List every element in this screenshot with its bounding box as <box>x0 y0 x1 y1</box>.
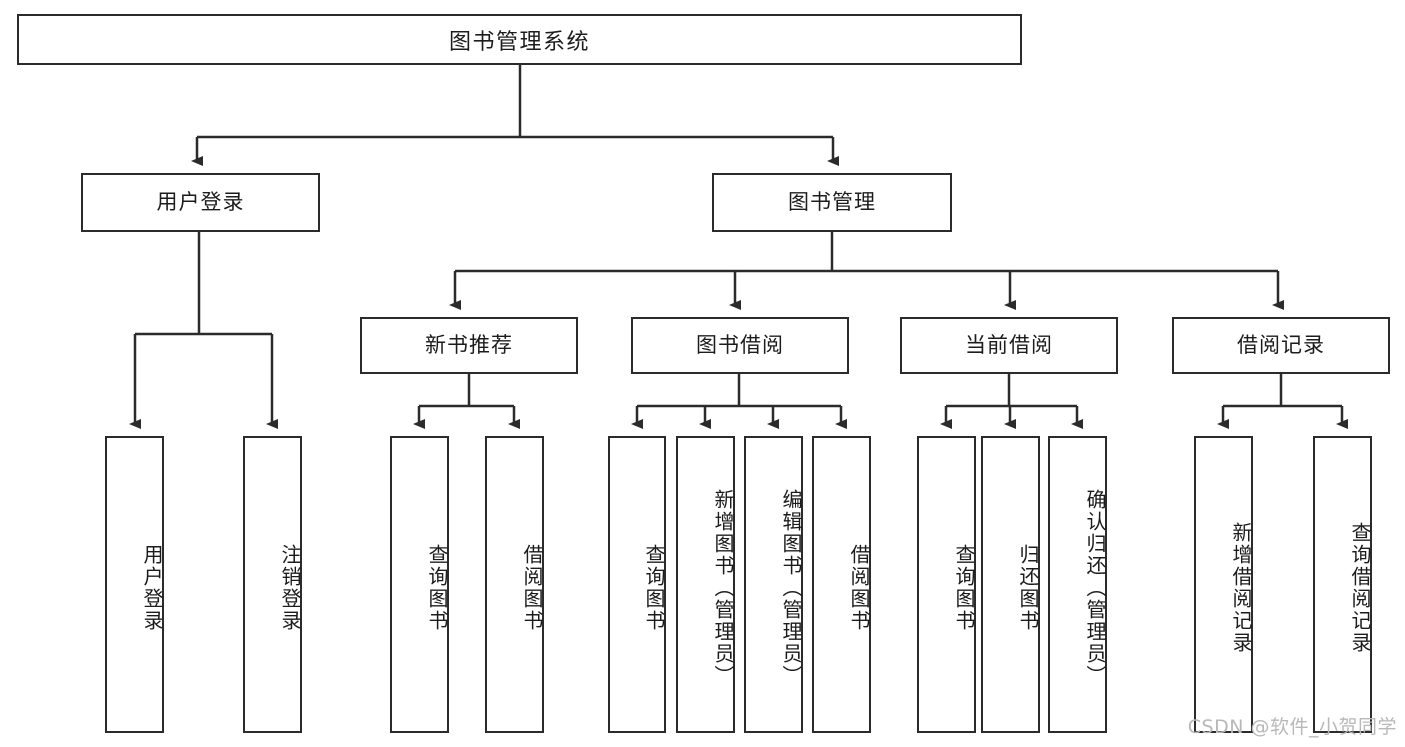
leaf-current-borrow-confirm-return[interactable]: 确认归还（管理员） <box>1048 436 1107 733</box>
leaf-book-borrow-edit[interactable]: 编辑图书（管理员） <box>744 436 803 733</box>
leaf-label: 借阅图书 <box>520 543 544 632</box>
node-current-borrow-label: 当前借阅 <box>965 333 1053 358</box>
leaf-user-login-login[interactable]: 用户登录 <box>105 436 164 733</box>
leaf-new-book-borrow[interactable]: 借阅图书 <box>485 436 544 733</box>
node-root-label: 图书管理系统 <box>448 29 590 55</box>
watermark: CSDN @软件_小贺同学 <box>1187 716 1397 738</box>
leaf-label: 确认归还（管理员） <box>1083 488 1107 687</box>
node-borrow-record-label: 借阅记录 <box>1237 333 1325 358</box>
leaf-label: 查询图书 <box>952 543 976 632</box>
leaf-label: 用户登录 <box>140 543 164 632</box>
leaf-label: 新增图书（管理员） <box>711 488 735 687</box>
leaf-book-borrow-query[interactable]: 查询图书 <box>608 436 666 733</box>
leaf-label: 查询图书 <box>642 543 666 632</box>
leaf-current-borrow-query[interactable]: 查询图书 <box>917 436 976 733</box>
node-new-book-recommend[interactable]: 新书推荐 <box>360 317 578 374</box>
leaf-label: 新增借阅记录 <box>1229 521 1253 654</box>
leaf-label: 查询借阅记录 <box>1348 521 1372 654</box>
node-book-management-label: 图书管理 <box>788 190 876 215</box>
leaf-label: 查询图书 <box>425 543 449 632</box>
leaf-label: 编辑图书（管理员） <box>779 488 803 687</box>
leaf-new-book-query[interactable]: 查询图书 <box>390 436 449 733</box>
leaf-user-login-logout[interactable]: 注销登录 <box>243 436 302 733</box>
leaf-borrow-record-query[interactable]: 查询借阅记录 <box>1313 436 1372 733</box>
node-book-borrow-label: 图书借阅 <box>696 333 784 358</box>
node-borrow-record[interactable]: 借阅记录 <box>1172 317 1390 374</box>
leaf-borrow-record-add[interactable]: 新增借阅记录 <box>1194 436 1253 733</box>
node-root[interactable]: 图书管理系统 <box>17 14 1022 65</box>
node-new-book-recommend-label: 新书推荐 <box>425 333 513 358</box>
node-user-login[interactable]: 用户登录 <box>81 173 320 232</box>
node-current-borrow[interactable]: 当前借阅 <box>900 317 1118 374</box>
leaf-current-borrow-return[interactable]: 归还图书 <box>981 436 1040 733</box>
leaf-label: 归还图书 <box>1016 543 1040 632</box>
leaf-book-borrow-borrow[interactable]: 借阅图书 <box>812 436 871 733</box>
node-user-login-label: 用户登录 <box>156 190 245 215</box>
leaf-book-borrow-add[interactable]: 新增图书（管理员） <box>676 436 735 733</box>
leaf-label: 注销登录 <box>278 543 302 632</box>
node-book-management[interactable]: 图书管理 <box>712 173 952 232</box>
node-book-borrow[interactable]: 图书借阅 <box>631 317 849 374</box>
leaf-label: 借阅图书 <box>847 543 871 632</box>
